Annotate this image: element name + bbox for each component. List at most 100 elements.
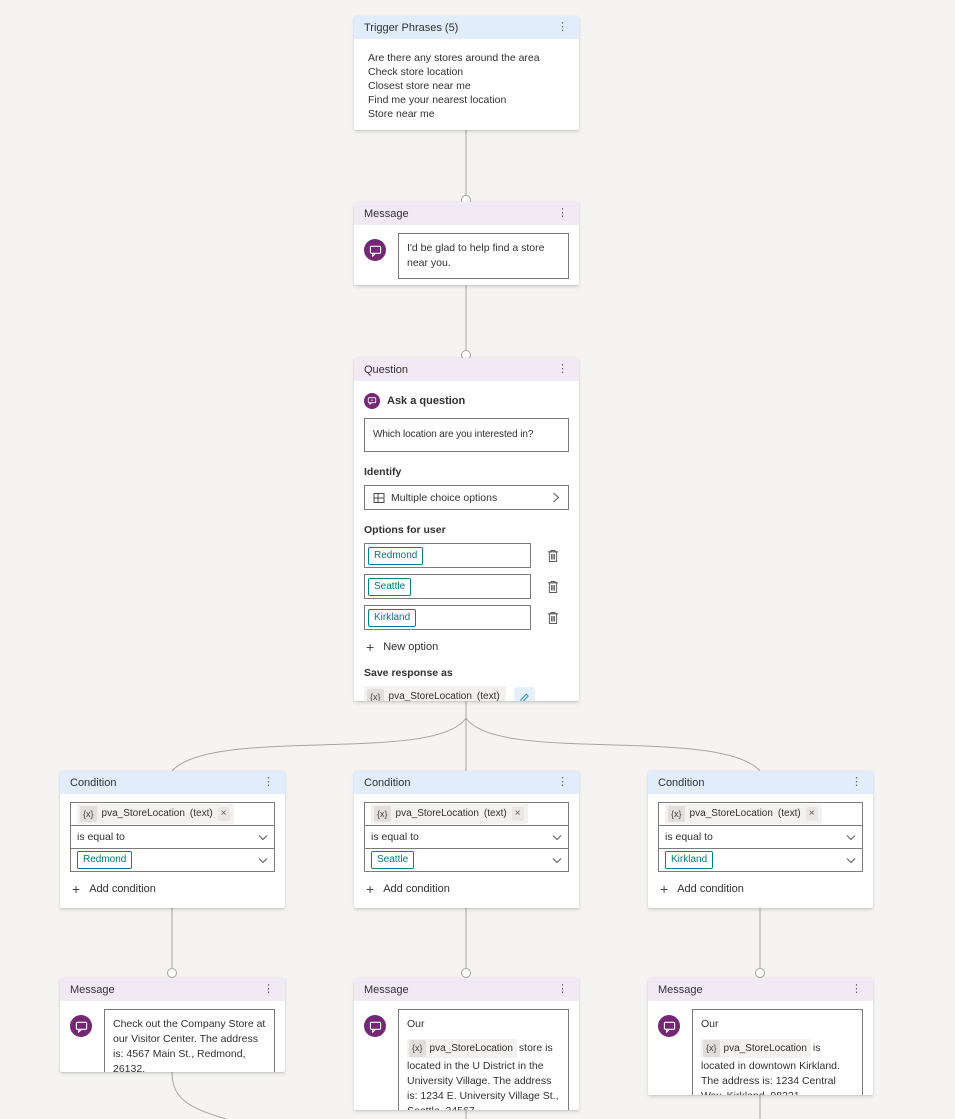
condition-variable-field[interactable]: {x} pva_StoreLocation (text) × bbox=[364, 802, 569, 826]
variable-token-icon: {x} bbox=[367, 689, 384, 701]
more-options-icon[interactable]: ⋮ bbox=[557, 207, 568, 219]
delete-option-icon[interactable] bbox=[547, 580, 559, 594]
condition-node-kirkland[interactable]: Condition ⋮ {x} pva_StoreLocation (text)… bbox=[648, 771, 873, 908]
message-text-box[interactable]: I'd be glad to help find a store near yo… bbox=[398, 233, 569, 279]
operator-value: is equal to bbox=[371, 831, 419, 843]
more-options-icon[interactable]: ⋮ bbox=[263, 776, 274, 788]
node-header: Trigger Phrases (5) ⋮ bbox=[354, 16, 579, 39]
add-condition-button[interactable]: + Add condition bbox=[660, 882, 863, 896]
question-text-input[interactable]: Which location are you interested in? bbox=[364, 418, 569, 452]
connector-question-condition-right bbox=[465, 717, 761, 772]
variable-name: pva_StoreLocation bbox=[429, 1043, 513, 1054]
option-input[interactable]: Redmond bbox=[364, 543, 531, 568]
option-row: Kirkland bbox=[364, 605, 569, 630]
add-condition-button[interactable]: + Add condition bbox=[72, 882, 275, 896]
identify-type-value: Multiple choice options bbox=[391, 491, 498, 504]
condition-node-seattle[interactable]: Condition ⋮ {x} pva_StoreLocation (text)… bbox=[354, 771, 579, 908]
delete-option-icon[interactable] bbox=[547, 611, 559, 625]
connector-out-left bbox=[171, 1071, 227, 1119]
node-title: Condition bbox=[658, 776, 705, 789]
condition-value-select[interactable]: Kirkland bbox=[658, 848, 863, 872]
chevron-down-icon bbox=[846, 857, 856, 864]
chevron-right-icon bbox=[552, 492, 560, 503]
condition-operator-select[interactable]: is equal to bbox=[70, 825, 275, 849]
trigger-phrases-node[interactable]: Trigger Phrases (5) ⋮ Are there any stor… bbox=[354, 16, 579, 130]
message-line: Our bbox=[407, 1018, 425, 1030]
variable-name: pva_StoreLocation bbox=[101, 808, 185, 819]
variable-type: (text) bbox=[189, 808, 213, 819]
more-options-icon[interactable]: ⋮ bbox=[557, 363, 568, 375]
variable-chip[interactable]: {x} pva_StoreLocation (text) × bbox=[371, 804, 528, 824]
condition-value-select[interactable]: Redmond bbox=[70, 848, 275, 872]
more-options-icon[interactable]: ⋮ bbox=[557, 21, 568, 33]
message-node-intro[interactable]: Message ⋮ I'd be glad to help find a sto… bbox=[354, 202, 579, 285]
remove-variable-icon[interactable]: × bbox=[511, 807, 524, 821]
chevron-down-icon bbox=[552, 857, 562, 864]
chevron-down-icon bbox=[846, 834, 856, 841]
condition-value-select[interactable]: Seattle bbox=[364, 848, 569, 872]
message-text-box[interactable]: Check out the Company Store at our Visit… bbox=[104, 1009, 275, 1072]
new-option-button[interactable]: + New option bbox=[366, 640, 569, 654]
multiple-choice-icon bbox=[373, 492, 385, 504]
message-text: store is located in the U District in th… bbox=[407, 1042, 559, 1110]
more-options-icon[interactable]: ⋮ bbox=[851, 983, 862, 995]
add-condition-label: Add condition bbox=[89, 883, 156, 895]
variable-name: pva_StoreLocation bbox=[388, 691, 472, 701]
variable-name: pva_StoreLocation bbox=[395, 808, 479, 819]
chat-bubble-icon bbox=[658, 1015, 680, 1037]
more-options-icon[interactable]: ⋮ bbox=[557, 983, 568, 995]
variable-chip[interactable]: {x} pva_StoreLocation (text) × bbox=[665, 804, 822, 824]
variable-type: (text) bbox=[476, 691, 500, 701]
more-options-icon[interactable]: ⋮ bbox=[263, 983, 274, 995]
variable-chip[interactable]: {x}pva_StoreLocation bbox=[407, 1039, 517, 1058]
node-header: Condition ⋮ bbox=[648, 771, 873, 794]
condition-node-redmond[interactable]: Condition ⋮ {x} pva_StoreLocation (text)… bbox=[60, 771, 285, 908]
trigger-phrase: Check store location bbox=[368, 66, 464, 78]
condition-operator-select[interactable]: is equal to bbox=[364, 825, 569, 849]
remove-variable-icon[interactable]: × bbox=[217, 807, 230, 821]
node-title: Message bbox=[658, 983, 703, 996]
variable-chip[interactable]: {x} pva_StoreLocation (text) × bbox=[77, 804, 234, 824]
variable-chip[interactable]: {x}pva_StoreLocation bbox=[701, 1039, 811, 1058]
variable-type: (text) bbox=[483, 808, 507, 819]
identify-type-selector[interactable]: Multiple choice options bbox=[364, 485, 569, 510]
option-chip[interactable]: Redmond bbox=[368, 546, 424, 565]
variable-token-icon: {x} bbox=[80, 806, 97, 822]
node-header: Message ⋮ bbox=[354, 202, 579, 225]
more-options-icon[interactable]: ⋮ bbox=[557, 776, 568, 788]
add-condition-button[interactable]: + Add condition bbox=[366, 882, 569, 896]
message-node-redmond[interactable]: Message ⋮ Check out the Company Store at… bbox=[60, 978, 285, 1072]
add-node-anchor[interactable] bbox=[461, 968, 471, 978]
option-chip[interactable]: Kirkland bbox=[368, 608, 417, 627]
variable-token-icon: {x} bbox=[409, 1040, 426, 1057]
node-title: Question bbox=[364, 363, 409, 376]
option-input[interactable]: Seattle bbox=[364, 574, 531, 599]
question-node[interactable]: Question ⋮ Ask a question Which location… bbox=[354, 358, 579, 701]
question-bubble-icon bbox=[364, 393, 380, 409]
condition-value-chip[interactable]: Seattle bbox=[371, 851, 415, 869]
trigger-phrase-list: Are there any stores around the area Che… bbox=[364, 51, 569, 121]
node-title: Message bbox=[364, 207, 409, 220]
add-node-anchor[interactable] bbox=[167, 968, 177, 978]
variable-name: pva_StoreLocation bbox=[723, 1043, 807, 1054]
trigger-phrase: Store near me bbox=[368, 108, 435, 120]
delete-option-icon[interactable] bbox=[547, 549, 559, 563]
more-options-icon[interactable]: ⋮ bbox=[851, 776, 862, 788]
condition-variable-field[interactable]: {x} pva_StoreLocation (text) × bbox=[70, 802, 275, 826]
variable-token-icon: {x} bbox=[668, 806, 685, 822]
condition-value-chip[interactable]: Kirkland bbox=[665, 851, 714, 869]
plus-icon: + bbox=[660, 881, 669, 897]
add-node-anchor[interactable] bbox=[755, 968, 765, 978]
option-chip[interactable]: Seattle bbox=[368, 577, 412, 596]
condition-operator-select[interactable]: is equal to bbox=[658, 825, 863, 849]
condition-value-chip[interactable]: Redmond bbox=[77, 851, 133, 869]
variable-chip[interactable]: {x} pva_StoreLocation (text) bbox=[364, 686, 506, 701]
condition-variable-field[interactable]: {x} pva_StoreLocation (text) × bbox=[658, 802, 863, 826]
edit-variable-button[interactable] bbox=[513, 687, 535, 701]
option-input[interactable]: Kirkland bbox=[364, 605, 531, 630]
remove-variable-icon[interactable]: × bbox=[805, 807, 818, 821]
